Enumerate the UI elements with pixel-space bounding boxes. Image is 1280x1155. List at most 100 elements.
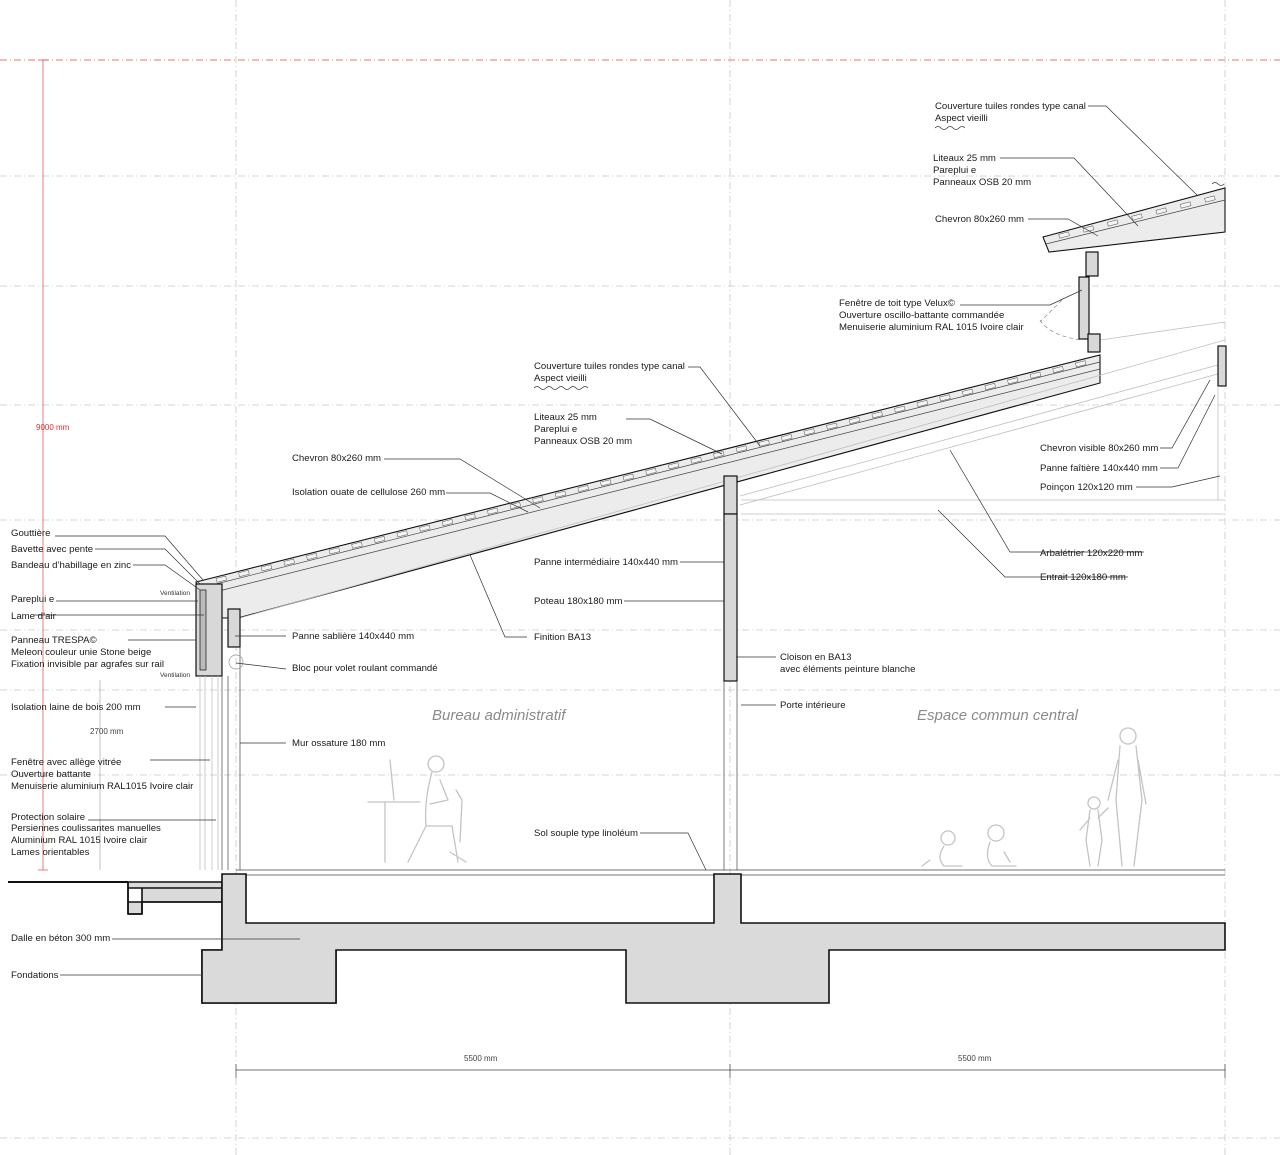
label-trespa-1: Panneau TRESPA©	[11, 635, 97, 646]
roof-tile	[984, 383, 996, 390]
sitting-babies	[921, 824, 1017, 867]
roof-tile	[1058, 231, 1070, 239]
label-protection-3: Aluminium RAL 1015 Ivoire clair	[11, 835, 148, 846]
label-liteaux-top-1: Liteaux 25 mm	[933, 153, 996, 164]
label-bandeau: Bandeau d’habillage en zinc	[11, 560, 131, 571]
label-protection-4: Lames orientables	[11, 847, 90, 858]
label-lame-air: Lame d’air	[11, 611, 57, 622]
roof-tile	[554, 490, 567, 498]
roof-tile	[826, 422, 838, 430]
label-panne-faitiere: Panne faîtière 140x440 mm	[1040, 463, 1158, 474]
roof-tile	[215, 575, 227, 583]
label-chevron-top: Chevron 80x260 mm	[935, 214, 1024, 225]
label-liteaux-top-3: Panneaux OSB 20 mm	[933, 177, 1031, 188]
roof-tile	[690, 456, 702, 464]
span-dimensions: 5500 mm 5500 mm	[235, 1054, 1226, 1078]
wall-height-dimension: 2700 mm	[90, 680, 124, 870]
label-bloc-volet: Bloc pour volet roulant commandé	[292, 663, 438, 674]
span-right-label: 5500 mm	[958, 1054, 992, 1063]
roof-tile	[1179, 201, 1192, 209]
tile-wave-symbol-low	[533, 386, 589, 390]
roof-tile	[667, 462, 680, 470]
label-couverture-top-1: Couverture tuiles rondes type canal	[935, 101, 1086, 112]
roof-upper	[1039, 187, 1226, 353]
label-isolation-ouate: Isolation ouate de cellulose 260 mm	[292, 487, 445, 498]
roof-tile	[1075, 360, 1087, 368]
label-panne-sabliere: Panne sablière 140x440 mm	[292, 631, 414, 642]
label-sol: Sol souple type linoléum	[534, 828, 638, 839]
label-bavette: Bavette avec pente	[11, 544, 93, 555]
label-trespa-3: Fixation invisible par agrafes sur rail	[11, 659, 164, 670]
label-porte: Porte intérieure	[780, 700, 846, 711]
roof-tile	[351, 541, 363, 549]
roof-tile	[758, 439, 770, 447]
label-fondations: Fondations	[11, 970, 59, 981]
central-post	[723, 475, 738, 870]
label-fenetre-1: Fenêtre avec allège vitrée	[11, 757, 121, 768]
label-protection-1: Protection solaire	[11, 812, 85, 823]
label-poteau: Poteau 180x180 mm	[534, 596, 623, 607]
roof-tile	[532, 496, 544, 504]
roof-tile	[939, 394, 951, 402]
roof-tile	[441, 519, 454, 526]
label-poincon: Poinçon 120x120 mm	[1040, 482, 1133, 493]
label-finition: Finition BA13	[534, 632, 591, 643]
roof-tile	[1107, 219, 1119, 227]
roof-tile	[577, 485, 589, 492]
roof-tile	[238, 570, 250, 577]
roof-tile	[396, 530, 408, 538]
roof-tile	[916, 400, 929, 407]
label-entrait: Entrait 120x180 mm	[1040, 572, 1126, 583]
label-mur-ossature: Mur ossature 180 mm	[292, 738, 385, 749]
ventilation-bottom-label: Ventilation	[160, 672, 190, 679]
height-dimension: 9000 mm	[36, 59, 70, 871]
roof-tile	[1029, 371, 1042, 379]
annotations-right: Couverture tuiles rondes type canal Aspe…	[839, 101, 1158, 583]
label-chevron-left: Chevron 80x260 mm	[292, 453, 381, 464]
label-liteaux-top-2: Pareplui e	[933, 165, 976, 176]
label-cloison-2: avec éléments peinture blanche	[780, 664, 915, 675]
tile-wave-symbol-top	[934, 126, 966, 130]
label-cloison-1: Cloison en BA13	[780, 652, 851, 663]
roof-tiles-upper	[1058, 195, 1216, 239]
label-panne-intermediaire: Panne intermédiaire 140x440 mm	[534, 557, 678, 568]
roof-tile	[645, 468, 657, 475]
tile-wave-symbol-ridge	[1211, 182, 1225, 186]
standing-adult	[1107, 727, 1147, 867]
roof-tile	[803, 428, 815, 436]
wall-height-label: 2700 mm	[90, 727, 124, 736]
label-couverture-low-2: Aspect vieilli	[534, 373, 587, 384]
label-protection-2: Persiennes coulissantes manuelles	[11, 823, 161, 834]
roof-tile	[373, 536, 386, 543]
label-dalle: Dalle en béton 300 mm	[11, 933, 110, 944]
label-arbaletrier: Arbalétrier 120x220 mm	[1040, 548, 1142, 559]
roof-tile	[283, 558, 295, 566]
label-liteaux-low-2: Pareplui e	[534, 424, 577, 435]
roof-tile	[1155, 207, 1167, 215]
label-velux-1: Fenêtre de toit type Velux©	[839, 298, 955, 309]
leader-lines	[34, 105, 1221, 976]
label-isolation-laine: Isolation laine de bois 200 mm	[11, 702, 141, 713]
roof-tile	[1204, 195, 1216, 203]
roof-tile	[328, 547, 341, 555]
roof-tile	[622, 473, 635, 481]
label-pareplui-left: Pareplui e	[11, 594, 54, 605]
room-label-espace: Espace commun central	[917, 707, 1079, 724]
label-fenetre-3: Menuiserie aluminium RAL1015 Ivoire clai…	[11, 781, 194, 792]
span-left-label: 5500 mm	[464, 1054, 498, 1063]
roof-tiles	[215, 360, 1087, 583]
room-label-bureau: Bureau administratif	[432, 707, 567, 724]
roof-tile	[781, 434, 793, 441]
exterior-wall: Ventilation Ventilation	[160, 583, 244, 870]
roof-tile	[487, 507, 499, 515]
label-couverture-low-1: Couverture tuiles rondes type canal	[534, 361, 685, 372]
roof-tile	[419, 524, 431, 532]
label-chevron-visible: Chevron visible 80x260 mm	[1040, 443, 1158, 454]
annotations-middle: Chevron 80x260 mm Isolation ouate de cel…	[292, 361, 915, 839]
roof-tile	[306, 553, 318, 560]
ground-and-foundation	[8, 869, 1226, 1004]
label-gouttiere: Gouttière	[11, 528, 50, 539]
roof-tile	[894, 405, 906, 413]
roof-tile	[871, 411, 883, 419]
